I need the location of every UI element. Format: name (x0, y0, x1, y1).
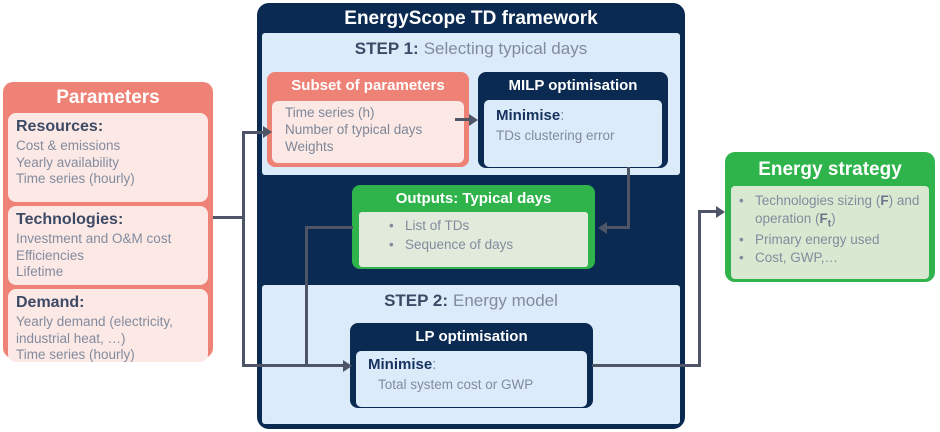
milp-minimise-line: Minimise: (496, 107, 662, 125)
parameters-sections: Resources: Cost & emissions Yearly avail… (3, 113, 213, 362)
arrow-outputs-out (306, 226, 353, 229)
arrowhead-to-lp-icon (343, 360, 352, 372)
arrow-subset-to-milp (455, 118, 469, 121)
parameters-title: Parameters (56, 87, 160, 108)
milp-objective: TDs clustering error (496, 128, 615, 143)
subset-item: Time series (h) (285, 105, 375, 120)
step2-name: Energy model (453, 291, 558, 310)
section-item: Yearly availability (16, 154, 120, 170)
section-item: Efficiencies (16, 247, 85, 263)
arrowhead-to-subset-icon (263, 126, 272, 138)
arrow-to-lp (242, 364, 343, 367)
bullet-icon: • (739, 193, 744, 208)
milp-title: MILP optimisation (508, 77, 638, 94)
strategy-item: • Cost, GWP,… (739, 249, 925, 267)
subset-item: Weights (285, 138, 334, 154)
arrow-parameters-out (213, 216, 245, 219)
minimise-label: Minimise (496, 107, 561, 124)
section-item: Investment and O&M cost (16, 231, 172, 246)
arrow-trunk-vertical (242, 131, 245, 367)
energy-strategy-title: Energy strategy (758, 159, 902, 180)
variable-F: F (819, 210, 828, 226)
arrow-up-to-strategy (698, 210, 701, 367)
outputs-body: • List of TDs • Sequence of days (359, 212, 588, 267)
lp-minimise-line: Minimise: (368, 356, 587, 374)
section-item: Time series (hourly) (16, 347, 135, 362)
minimise-colon: : (432, 356, 437, 373)
lp-title: LP optimisation (415, 328, 528, 345)
section-heading: Demand: (16, 294, 85, 311)
arrowhead-subset-to-milp-icon (469, 114, 478, 126)
section-demand: Demand: Yearly demand (electricity, indu… (8, 289, 208, 362)
parameters-panel: Parameters Resources: Cost & emissions Y… (3, 82, 213, 362)
framework-panel: EnergyScope TD framework STEP 1:Selectin… (257, 3, 685, 429)
step2-title: STEP 2:Energy model (262, 285, 680, 311)
outputs-typical-days-box: Outputs: Typical days • List of TDs • Se… (352, 185, 595, 269)
section-heading: Technologies: (16, 211, 124, 228)
bullet-icon: • (389, 236, 394, 252)
strategy-item-text: Technologies sizing ( (755, 193, 881, 208)
bullet-icon: • (389, 218, 394, 233)
step1-title: STEP 1:Selecting typical days (262, 33, 680, 59)
lp-body: Minimise: Total system cost or GWP (356, 351, 587, 407)
outputs-item-label: Sequence of days (405, 236, 514, 252)
strategy-item-text: ) and operation ( (755, 193, 920, 226)
strategy-item: • Technologies sizing (F) and operation … (739, 192, 925, 231)
lp-optimisation-box: LP optimisation Minimise: Total system c… (350, 323, 593, 408)
section-item: Time series (hourly) (16, 171, 135, 187)
step2-label: STEP 2: (384, 291, 449, 310)
strategy-item: • Primary energy used (739, 231, 925, 249)
milp-body: Minimise: TDs clustering error (484, 100, 662, 167)
arrow-outputs-down (305, 226, 308, 367)
minimise-colon: : (560, 107, 565, 124)
strategy-item-label: Primary energy used (755, 231, 880, 247)
section-item: Yearly demand (electricity, industrial h… (16, 314, 173, 346)
outputs-item: • List of TDs (389, 217, 588, 236)
section-heading: Resources: (16, 118, 104, 135)
section-item: Cost & emissions (16, 138, 121, 153)
outputs-item-label: List of TDs (405, 218, 470, 233)
bullet-icon: • (739, 249, 744, 265)
section-resources: Resources: Cost & emissions Yearly avail… (8, 113, 208, 202)
milp-optimisation-box: MILP optimisation Minimise: TDs clusteri… (478, 72, 668, 168)
lp-objective: Total system cost or GWP (378, 377, 534, 392)
outputs-item: • Sequence of days (389, 236, 588, 255)
variable-Ft: Ft (819, 210, 832, 230)
bullet-icon: • (739, 231, 744, 247)
section-item: Lifetime (16, 264, 64, 280)
subset-body: Time series (h) Number of typical days W… (272, 101, 464, 163)
arrow-milp-to-outputs (607, 226, 630, 229)
step1-name: Selecting typical days (423, 39, 588, 58)
variable-F: F (880, 193, 889, 208)
outputs-title: Outputs: Typical days (395, 190, 552, 207)
variable-subscript-t: t (827, 218, 832, 230)
arrow-to-strategy (698, 210, 716, 213)
energy-strategy-box: Energy strategy • Technologies sizing (F… (725, 152, 935, 282)
strategy-item-label: Cost, GWP,… (755, 249, 839, 265)
arrow-to-subset (242, 131, 263, 134)
arrowhead-to-strategy-icon (716, 206, 725, 218)
strategy-item-label: Technologies sizing (F) and operation (F… (755, 192, 925, 231)
framework-title: EnergyScope TD framework (344, 8, 598, 29)
energy-strategy-body: • Technologies sizing (F) and operation … (731, 186, 929, 279)
strategy-item-text: ) (831, 210, 836, 226)
subset-of-parameters-box: Subset of parameters Time series (h) Num… (267, 72, 469, 167)
arrow-milp-down (627, 167, 630, 229)
step1-label: STEP 1: (354, 39, 419, 58)
subset-item: Number of typical days (285, 121, 423, 137)
section-technologies: Technologies: Investment and O&M cost Ef… (8, 206, 208, 285)
minimise-label: Minimise (368, 356, 433, 373)
arrowhead-to-outputs-icon (598, 222, 607, 234)
arrow-lp-out (592, 364, 701, 367)
subset-title: Subset of parameters (291, 77, 445, 94)
